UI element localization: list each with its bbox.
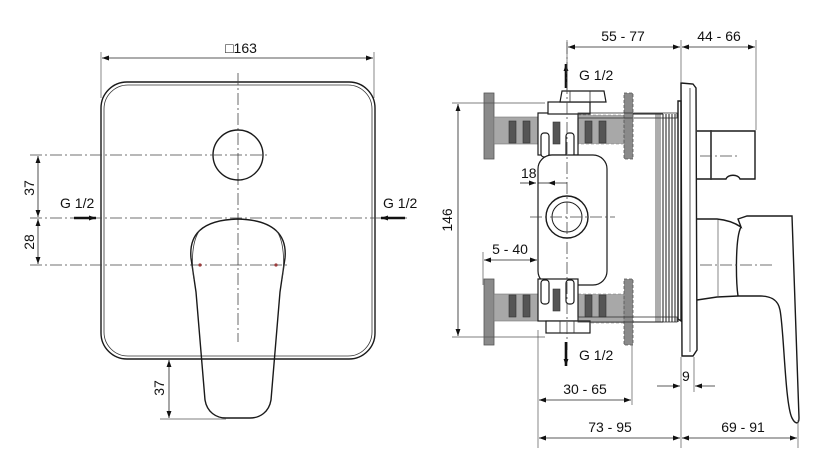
plate-size-label: □163 (225, 40, 257, 56)
dimension-handle-projection: 37 (151, 360, 226, 420)
outlet-bottom-label: G 1/2 (579, 347, 613, 363)
dimension-flange: 30 - 65 (537, 330, 633, 448)
dim-lower-label: 28 (21, 234, 37, 250)
threaded-sleeve (633, 113, 679, 323)
dimension-plate-width: □163 (100, 40, 375, 98)
installation-depth-label: 73 - 95 (588, 419, 632, 435)
dimension-stem-range: 5 - 40 (482, 241, 537, 285)
body-offset-label: 18 (521, 165, 537, 181)
dimension-plate-thickness: 9 (657, 357, 715, 448)
handle-projection-label: 37 (151, 380, 167, 396)
dimension-vertical-stack: 37 28 (21, 156, 41, 264)
valve-body (530, 90, 678, 334)
projection-top-label: 44 - 66 (697, 28, 741, 44)
handle-projection-side-label: 69 - 91 (721, 419, 765, 435)
inlet-left-label: G 1/2 (60, 195, 94, 211)
lever-handle (190, 218, 286, 419)
height-label: 146 (439, 208, 455, 232)
stem-range-label: 5 - 40 (492, 241, 528, 257)
inlet-right: G 1/2 (381, 195, 417, 221)
wall-depth-top-label: 55 - 77 (601, 28, 645, 44)
side-view: 55 - 77 44 - 66 G 1/2 (439, 28, 800, 448)
inlet-right-label: G 1/2 (383, 195, 417, 211)
stop-flange-bottom-right (623, 278, 634, 346)
valve-body-housing (537, 154, 608, 286)
stop-flange-top-right (623, 92, 634, 160)
front-view: □163 37 28 G 1/2 (21, 40, 417, 420)
diverter-knob-side (697, 130, 756, 180)
lever-handle-side (696, 215, 800, 424)
dimension-height: 146 (439, 102, 545, 338)
stop-flange-bottom (483, 278, 495, 346)
outlet-bottom: G 1/2 (563, 342, 613, 366)
dimension-body-offset: 18 (520, 165, 567, 186)
plate-thickness-label: 9 (682, 368, 690, 384)
dim-upper-label: 37 (21, 180, 37, 196)
flange-label: 30 - 65 (563, 381, 607, 397)
outlet-top: G 1/2 (563, 64, 613, 88)
inlet-left: G 1/2 (60, 195, 96, 221)
dimension-bottom-row: 73 - 95 69 - 91 (539, 419, 799, 448)
wall-plate-profile (677, 82, 698, 357)
outlet-top-label: G 1/2 (579, 67, 613, 83)
